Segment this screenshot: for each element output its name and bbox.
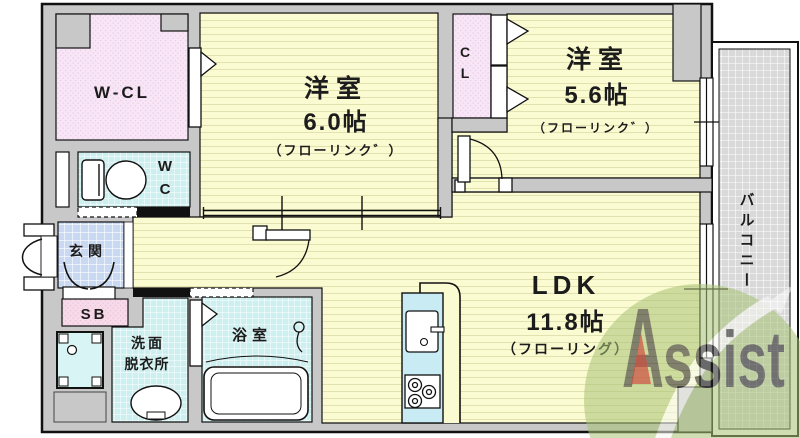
assist-logo: A ssist xyxy=(584,284,800,438)
bedroom2-floor: （フローリンク゛） xyxy=(533,120,659,135)
bedroom1-size: 6.0帖 xyxy=(303,109,368,136)
bedroom2-door xyxy=(454,135,513,193)
bedroom1-floor: （フローリンク゛） xyxy=(268,143,403,158)
entrance-door xyxy=(21,223,58,291)
leaf-circle-icon xyxy=(584,284,800,438)
fixtures xyxy=(56,159,461,424)
labels: W-CL WC 洋室 6.0帖 （フローリンク゛） CL 洋室 5.6帖 （フロ… xyxy=(69,44,659,372)
ldk-size: 11.8帖 xyxy=(526,309,605,336)
kitchen-counter xyxy=(401,282,461,424)
shower-icon xyxy=(293,321,305,353)
wc-label: WC xyxy=(157,158,174,204)
bathroom-label: 浴室 xyxy=(232,326,272,344)
wcl-door xyxy=(188,47,218,128)
bedroom2-size: 5.6帖 xyxy=(564,82,629,109)
wcl-label: W-CL xyxy=(94,83,150,102)
sliding-door-track xyxy=(202,196,442,230)
bathtub-icon xyxy=(203,366,309,421)
cl-label: CL xyxy=(457,44,473,86)
bedroom2-name: 洋室 xyxy=(566,45,630,74)
sink-icon xyxy=(130,385,182,421)
doors xyxy=(21,14,530,367)
bathroom-door xyxy=(189,299,219,367)
entrance-label: 玄関 xyxy=(69,243,107,259)
pillar xyxy=(53,391,107,423)
assist-logo-rest: ssist xyxy=(663,315,785,404)
washer-pan-icon xyxy=(56,331,104,389)
pillar xyxy=(160,13,189,32)
ldk-door xyxy=(252,225,311,278)
pillar xyxy=(672,3,702,82)
pillar xyxy=(55,13,91,49)
washroom-label-2: 脱衣所 xyxy=(125,356,170,372)
assist-logo-red-triangle xyxy=(631,333,651,384)
duct-space xyxy=(55,151,70,208)
balcony-label: バルコニー xyxy=(738,192,755,292)
partitions xyxy=(77,206,254,298)
cl-folding-doors xyxy=(490,14,530,119)
ldk-name: LDK xyxy=(532,270,600,300)
room-sb xyxy=(61,298,129,327)
washroom-label-1: 洗面 xyxy=(131,335,165,351)
toilet-icon xyxy=(81,159,147,201)
kitchen-sink-icon xyxy=(405,310,445,353)
bedroom1-name: 洋室 xyxy=(304,74,368,103)
shoebox-doors xyxy=(63,261,115,290)
stove-icon xyxy=(404,374,441,409)
leaf-notch-icon xyxy=(768,285,793,314)
entrance-step xyxy=(123,221,134,289)
shoebox-label: SB xyxy=(81,306,108,323)
leaf-vein-icon xyxy=(655,295,776,438)
washroom-opening xyxy=(189,287,254,298)
room-cl xyxy=(452,13,492,119)
wc-door xyxy=(77,206,138,218)
bath-edge-line xyxy=(205,355,309,363)
